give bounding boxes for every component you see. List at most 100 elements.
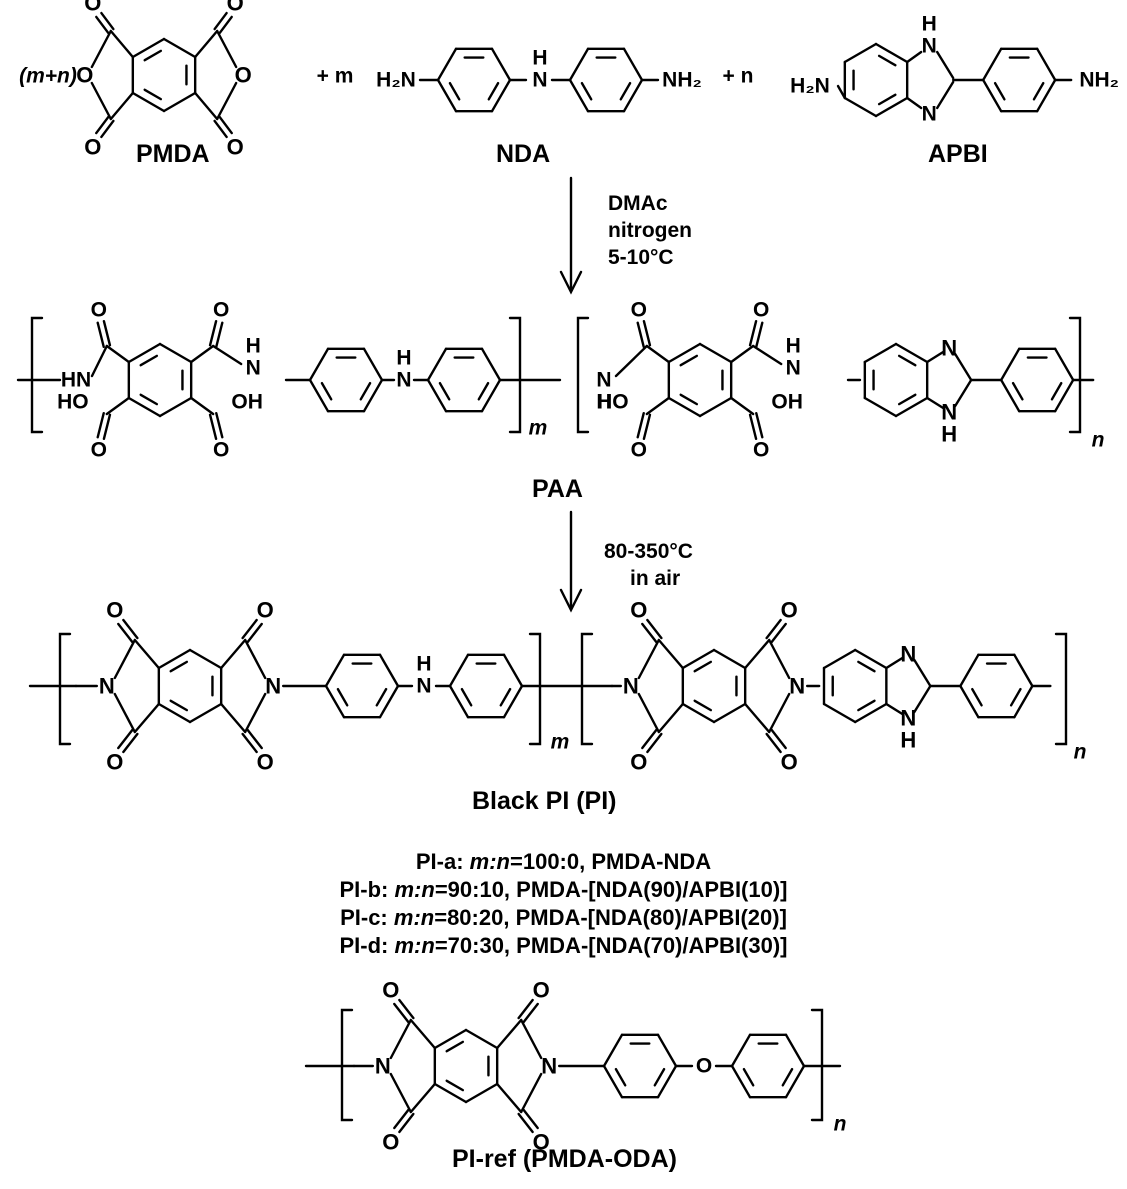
step2-conditions: 80-350°C in air	[604, 538, 693, 592]
amine-hydrogen: H	[416, 653, 431, 676]
paa-core-2	[698, 342, 733, 364]
bond	[389, 1018, 413, 1060]
amide-hydrogen: H	[786, 335, 801, 358]
pi-ref-core	[433, 1028, 468, 1050]
bond	[935, 50, 955, 80]
phenylene-ring	[480, 378, 502, 413]
double-bond	[95, 115, 110, 135]
amine-nitrogen: N	[416, 675, 431, 698]
phenylene-ring	[999, 347, 1021, 382]
phenylene-ring	[981, 78, 1003, 113]
apbi-benzo	[874, 42, 909, 64]
imidazole-nitrogen: N	[922, 103, 937, 126]
composition-pi-d: PI-d: m:n=70:30, PMDA-[NDA(70)/APBI(30)]	[339, 933, 788, 958]
phenylene-ring	[1035, 78, 1057, 113]
bond	[645, 396, 671, 416]
bond	[133, 638, 161, 670]
aromatic-bond	[897, 354, 917, 367]
aromatic-bond	[169, 660, 189, 673]
bond	[109, 91, 135, 121]
bond	[519, 1018, 543, 1060]
pi-ref-core	[464, 1082, 499, 1104]
amine-nitrogen: N	[396, 369, 411, 392]
oxygen: O	[213, 299, 229, 322]
bond	[953, 378, 973, 408]
imidazole-hydrogen: H	[922, 13, 937, 36]
amide-nh: HN	[61, 369, 91, 392]
bond	[90, 344, 109, 378]
plus-m: + m	[317, 65, 354, 88]
phenylene-ring	[324, 653, 346, 688]
bond	[215, 29, 238, 69]
aromatic-bond	[375, 687, 388, 707]
oxygen: O	[84, 135, 101, 160]
oxygen: O	[106, 598, 123, 623]
condition-solvent: DMAc	[608, 192, 668, 215]
paa-label: PAA	[532, 475, 583, 503]
double-bond	[748, 320, 758, 347]
benzimidazole-benzo	[894, 342, 929, 364]
bond	[637, 692, 661, 734]
bond	[215, 81, 238, 121]
paa-core-2	[667, 396, 702, 418]
bond	[905, 96, 923, 110]
double-bond	[96, 412, 105, 439]
phenylene-ring	[1053, 378, 1075, 413]
aromatic-bond	[781, 1067, 794, 1087]
pi-apbi-core	[712, 702, 747, 724]
double-bond	[102, 413, 112, 440]
bond	[751, 344, 783, 366]
paa-core-1	[158, 342, 193, 364]
composition-pi-b: PI-b: m:n=90:10, PMDA-[NDA(90)/APBI(10)]	[339, 877, 788, 902]
bond	[243, 638, 267, 680]
carbonyl	[241, 618, 258, 640]
bond	[105, 396, 131, 416]
imide-nitrogen: N	[265, 674, 281, 699]
oxygen: O	[630, 750, 647, 775]
phenylene-ring	[502, 653, 524, 688]
step1-conditions: DMAc nitrogen 5-10°C	[608, 190, 692, 271]
benzimidazole-benzo	[894, 396, 929, 418]
carbonyl	[517, 998, 534, 1020]
oxygen: O	[227, 0, 244, 16]
aromatic-bond	[1011, 381, 1024, 401]
bond	[113, 692, 137, 734]
imide-nitrogen: N	[541, 1054, 557, 1079]
double-bond	[642, 413, 652, 440]
bond	[389, 1072, 413, 1114]
phenylene-ring	[784, 1033, 806, 1068]
paa-core-1	[127, 342, 162, 364]
aromatic-bond	[139, 393, 159, 406]
bracket-left	[58, 632, 72, 746]
carbonyl	[117, 728, 134, 750]
bond	[729, 396, 755, 416]
phenylene-ring	[622, 47, 644, 82]
carbonyl	[770, 728, 787, 750]
bond	[211, 344, 243, 366]
bond	[729, 344, 755, 364]
composition-list: PI-a: m:n=100:0, PMDA-NDA PI-b: m:n=90:1…	[0, 848, 1127, 960]
phenylene-ring	[308, 378, 330, 413]
paa-core-2	[667, 342, 702, 364]
oxygen: O	[382, 978, 399, 1003]
bond	[409, 1018, 437, 1050]
amine-group: NH₂	[1079, 69, 1119, 92]
aromatic-bond	[619, 81, 632, 101]
benzimidazole-benzo	[822, 702, 857, 724]
amine-hydrogen: H	[396, 347, 411, 370]
pi-ref-label: PI-ref (PMDA-ODA)	[452, 1145, 677, 1173]
black-pi-label: Black PI (PI)	[472, 787, 617, 815]
imide-nitrogen: N	[623, 674, 639, 699]
oxygen: O	[630, 598, 647, 623]
phenylene-ring	[436, 47, 458, 82]
carbonyl	[517, 1112, 534, 1134]
bracket-right	[1068, 316, 1082, 434]
oxygen: O	[382, 1130, 399, 1155]
apbi-benzo	[843, 42, 878, 64]
bracket-left	[580, 632, 594, 746]
benzimidazole-benzo	[863, 342, 898, 364]
carbonyl	[117, 622, 134, 644]
pi-core	[188, 648, 223, 670]
imidazole-hydrogen: H	[941, 422, 957, 447]
bracket-right	[810, 1008, 824, 1122]
